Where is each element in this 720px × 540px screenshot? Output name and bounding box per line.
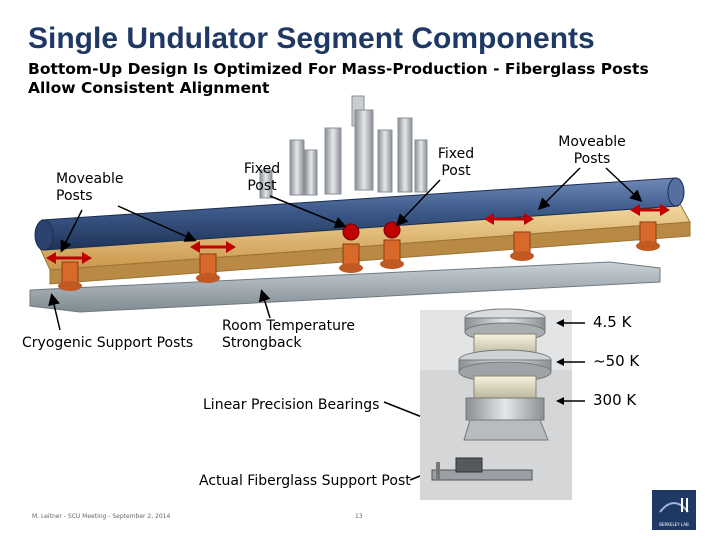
base-rail — [29, 261, 661, 313]
temperature-top: 4.5 K — [593, 313, 632, 331]
label-cryogenic-support-posts: Cryogenic Support Posts — [22, 335, 194, 351]
fixed-post-marker — [383, 221, 401, 239]
support-post — [339, 243, 363, 273]
cryostat-vacuum-vessel — [34, 177, 685, 251]
support-post — [196, 253, 220, 283]
label-room-temperature-strongback: Room Temperature Strongback — [222, 318, 355, 351]
label-fixed-post-left: Fixed Post — [243, 161, 281, 194]
support-post — [58, 261, 82, 291]
temperature-arrows — [556, 319, 585, 405]
logo-mark-icon — [659, 498, 689, 513]
cryogenic-support-posts — [58, 221, 660, 291]
support-post — [510, 231, 534, 261]
moveable-arrow — [46, 252, 92, 264]
page-subtitle: Bottom-Up Design Is Optimized For Mass-P… — [28, 60, 649, 97]
fiberglass-post-photo — [420, 308, 572, 500]
moveable-arrow — [630, 204, 670, 216]
cryocooler-towers — [259, 95, 428, 199]
page-number: 13 — [355, 513, 363, 520]
temperature-bottom: 300 K — [593, 391, 637, 409]
support-post — [380, 239, 404, 269]
fixed-post-marker — [342, 223, 360, 241]
support-post — [636, 221, 660, 251]
label-moveable-posts-right: Moveable Posts — [558, 134, 626, 167]
moveable-arrow — [484, 213, 534, 225]
page-title: Single Undulator Segment Components — [28, 22, 595, 55]
label-linear-precision-bearings: Linear Precision Bearings — [203, 397, 380, 413]
label-moveable-posts-left: Moveable Posts — [56, 171, 124, 204]
logo-text: BERKELEY LAB — [659, 522, 689, 527]
moveable-arrow — [190, 241, 236, 253]
berkeley-lab-logo: BERKELEY LAB — [652, 490, 696, 530]
label-actual-fiberglass-support-post: Actual Fiberglass Support Post — [199, 473, 411, 489]
temperature-middle: ~50 K — [593, 352, 640, 370]
label-fixed-post-right: Fixed Post — [437, 146, 475, 179]
footer-text: M. Leitner - SCU Meeting - September 2, … — [32, 513, 171, 520]
